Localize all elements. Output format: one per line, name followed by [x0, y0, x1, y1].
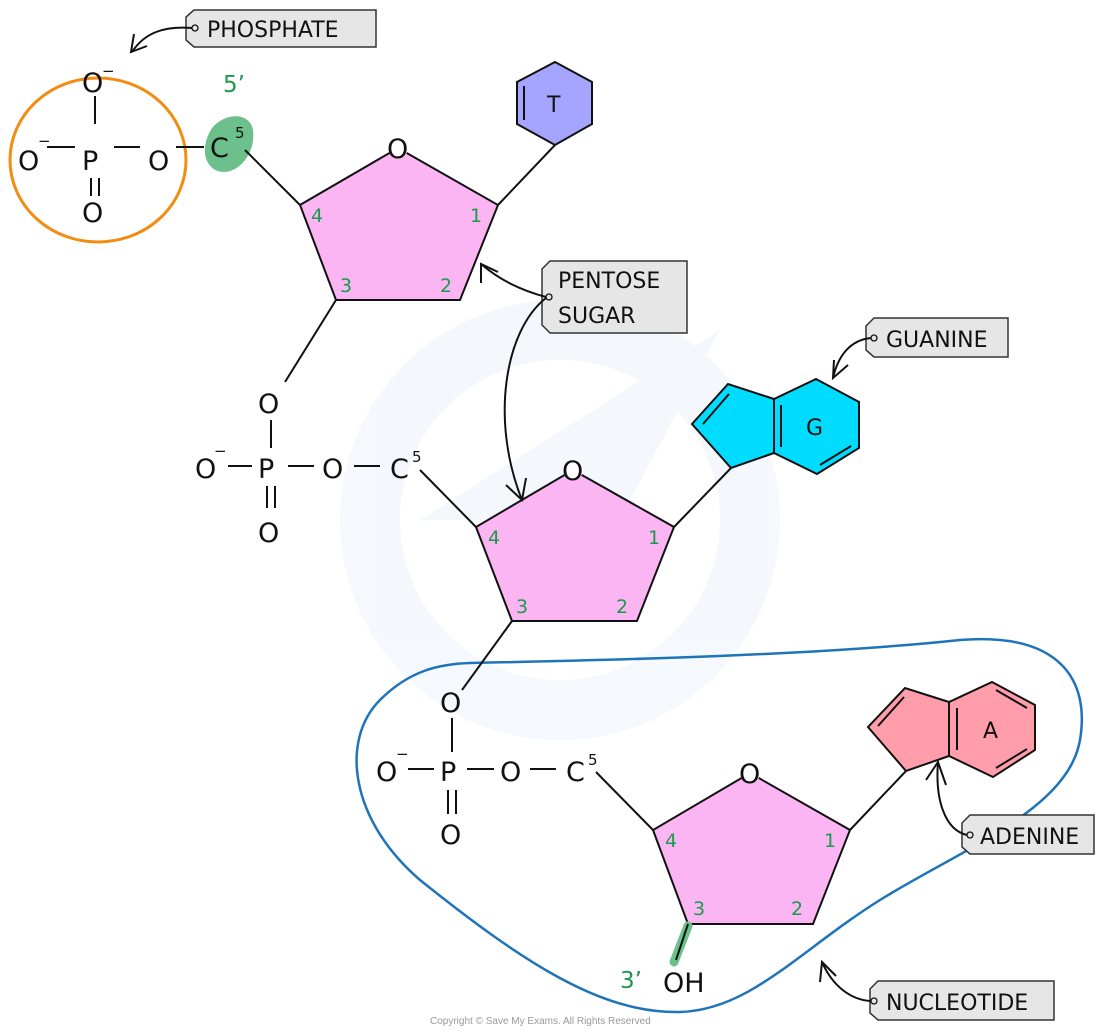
thymine-base: [516, 60, 593, 147]
negative-charge: −: [214, 442, 227, 460]
five-prime-label: 5’: [223, 72, 245, 98]
oxygen-atom: O: [82, 198, 103, 229]
carbon-atom: C: [566, 757, 585, 788]
guanine-letter: G: [806, 416, 823, 441]
pentose-label-line2: SUGAR: [558, 304, 635, 329]
negative-charge: −: [102, 62, 115, 80]
double-bond: [995, 748, 1028, 769]
phosphate-highlight-ring: [8, 76, 188, 244]
carbon-number-4: 4: [311, 205, 323, 227]
adenine-letter: A: [983, 719, 998, 744]
copyright-text: Copyright © Save My Exams. All Rights Re…: [430, 1016, 651, 1027]
ring-oxygen: O: [739, 759, 760, 790]
c5-highlight: [204, 116, 254, 172]
glycosidic-bond: [673, 467, 732, 528]
bond: [419, 469, 477, 528]
pentose-label-line1: PENTOSE: [558, 269, 660, 294]
phosphorus-atom: P: [82, 146, 98, 177]
three-prime-label: 3’: [620, 968, 642, 994]
oxygen-atom: O: [258, 518, 279, 549]
phosphorus-atom: P: [440, 757, 456, 788]
carbon-superscript: 5: [235, 124, 245, 142]
guanine-label: GUANINE: [886, 328, 988, 353]
adenine-label: ADENINE: [980, 825, 1079, 850]
oxygen-atom: O: [82, 68, 103, 99]
phosphorus-atom: P: [258, 454, 274, 485]
double-bond: [702, 393, 730, 425]
glycosidic-bond: [849, 770, 907, 831]
oxygen-atom: O: [195, 454, 216, 485]
nucleotide-2: O P O − O C 5 O O 1 2 3 4 G: [195, 377, 860, 691]
carbon-number-1: 1: [470, 205, 482, 227]
oxygen-atom: O: [500, 757, 521, 788]
nucleotide-3: O P O − O C 5 O O 1 2 3 4 OH 3’ A: [376, 680, 1036, 999]
pentose-sugar: [474, 468, 676, 622]
bond: [461, 620, 513, 691]
carbon-number-3: 3: [340, 275, 352, 297]
nucleotide-label-tag: NUCLEOTIDE: [819, 959, 1055, 1021]
double-bond: [995, 689, 1028, 709]
oxygen-atom: O: [322, 454, 343, 485]
double-bond: [877, 696, 905, 727]
bond: [284, 299, 337, 383]
carbon-number-4: 4: [665, 830, 677, 852]
carbon-number-2: 2: [791, 898, 803, 920]
guanine-base: [690, 377, 860, 476]
glycosidic-bond: [497, 144, 556, 206]
ring-oxygen-gap: [563, 460, 583, 480]
pentose-sugar: [651, 771, 852, 925]
oxygen-atom: O: [440, 688, 461, 719]
phosphate-label: PHOSPHATE: [207, 18, 339, 43]
nucleotide-label: NUCLEOTIDE: [886, 991, 1028, 1016]
carbon-superscript: 5: [412, 448, 422, 466]
ring-oxygen-gap: [388, 138, 408, 158]
carbon-number-2: 2: [616, 596, 628, 618]
ring-oxygen: O: [562, 456, 583, 487]
phosphate-label-tag: PHOSPHATE: [129, 9, 377, 54]
pentose-sugar-label-tag: PENTOSE SUGAR: [480, 260, 688, 502]
bond: [675, 923, 689, 961]
double-bond: [819, 445, 852, 466]
thymine-letter: T: [546, 93, 561, 118]
oxygen-atom: O: [148, 146, 169, 177]
hydroxyl-group: OH: [663, 968, 705, 999]
carbon-number-4: 4: [488, 527, 500, 549]
bond: [244, 149, 301, 206]
carbon-superscript: 5: [588, 751, 598, 769]
nucleotide-1: P O − O − O O C 5 5’ O 1 2 3 4 T: [8, 60, 593, 383]
negative-charge: −: [396, 745, 409, 763]
carbon-atom: C: [390, 454, 409, 485]
carbon-number-1: 1: [824, 830, 836, 852]
ring-oxygen-gap: [740, 763, 760, 783]
ring-oxygen: O: [387, 134, 408, 165]
carbon-atom: C: [210, 133, 229, 164]
oxygen-atom: O: [258, 389, 279, 420]
carbon-number-3: 3: [516, 596, 528, 618]
oxygen-atom: O: [376, 757, 397, 788]
adenine-label-tag: ADENINE: [925, 759, 1095, 855]
carbon-number-2: 2: [440, 275, 452, 297]
guanine-label-tag: GUANINE: [831, 317, 1009, 381]
adenine-base: [866, 680, 1036, 779]
negative-charge: −: [38, 132, 51, 150]
oxygen-atom: O: [440, 820, 461, 851]
nucleotide-outline: [355, 637, 1084, 1014]
carbon-number-1: 1: [648, 527, 660, 549]
oxygen-atom: O: [18, 146, 39, 177]
carbon-number-3: 3: [693, 898, 705, 920]
bond: [595, 771, 654, 831]
pentose-sugar: [298, 146, 500, 301]
